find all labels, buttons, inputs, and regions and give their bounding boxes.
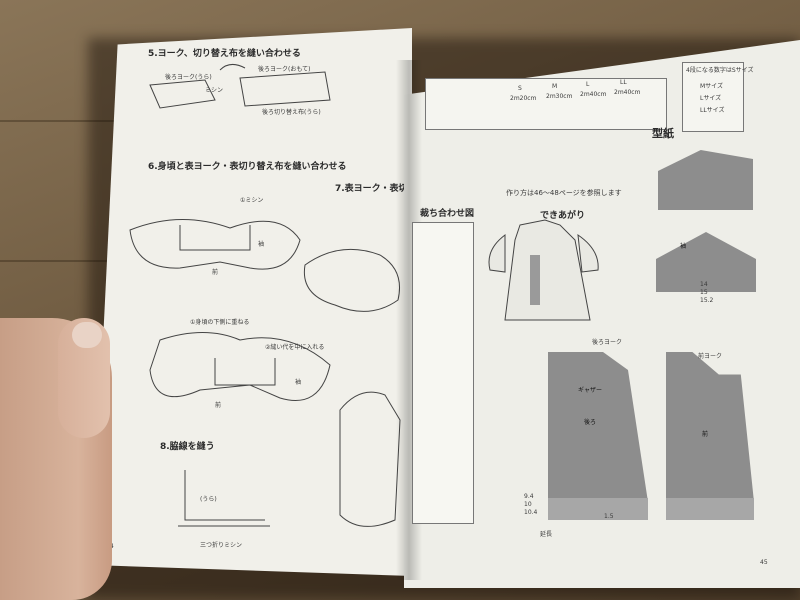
reference-note: 作り方は46～48ページを参照します xyxy=(506,189,622,197)
pattern-map-title: 裁ち合わせ図 xyxy=(420,209,475,219)
finished-label: できあがり xyxy=(540,211,586,221)
piece-label: 延長 xyxy=(540,531,553,538)
piece-label: 後ろヨーク xyxy=(592,339,623,346)
piece-label: ギャザー xyxy=(578,387,603,394)
size-table xyxy=(425,78,667,130)
step8-heading: 8.脇線を縫う xyxy=(160,442,215,452)
diagram-label: 前 xyxy=(212,269,219,276)
table-header: LL xyxy=(620,79,627,86)
size-notes-box xyxy=(682,62,744,132)
diagram-label: 前 xyxy=(215,402,222,409)
diagram-label: (うら) xyxy=(200,496,217,503)
diagram-label: 後ろヨーク(うら) xyxy=(165,74,212,81)
measure: 10.4 xyxy=(524,509,538,516)
diagram-label: 袖 xyxy=(295,379,302,386)
diagram-label: ①ミシン xyxy=(240,197,264,204)
step5-heading: 5.ヨーク、切り替え布を縫い合わせる xyxy=(148,49,301,59)
cutting-layout xyxy=(412,222,474,524)
piece-label: 後ろ xyxy=(584,419,597,426)
diagram-label: 袖 xyxy=(258,241,265,248)
size-note: Lサイズ xyxy=(700,95,722,102)
measure: 15.2 xyxy=(700,297,714,304)
step6-heading: 6.身頃と表ヨーク・表切り替え布を縫い合わせる xyxy=(148,162,347,172)
diagram-label: ①身頃の下側に重ねる xyxy=(190,319,250,326)
piece-label: 前 xyxy=(702,431,709,438)
hem-extension xyxy=(548,498,648,520)
diagram-label: 三つ折りミシン xyxy=(200,542,243,549)
thumbnail xyxy=(72,322,102,348)
measure: 14 xyxy=(700,281,708,288)
diagram-label: 後ろヨーク(おもて) xyxy=(258,66,311,73)
measure: 1.5 xyxy=(604,513,614,520)
diagram-label: 後ろ切り替え布(うら) xyxy=(262,109,321,116)
table-header: L xyxy=(586,81,590,88)
table-cell: 2m40cm xyxy=(614,89,641,96)
left-page xyxy=(92,28,412,576)
size-note: LLサイズ xyxy=(700,107,725,114)
piece-label: 袖 xyxy=(680,243,687,250)
table-header: M xyxy=(552,83,558,90)
measure: 10 xyxy=(524,501,532,508)
size-note: Mサイズ xyxy=(700,83,723,90)
hem-extension xyxy=(666,498,754,520)
diagram-label: ②縫い代を中に入れる xyxy=(265,344,325,351)
table-cell: 2m30cm xyxy=(546,93,573,100)
piece-label: 前ヨーク xyxy=(698,353,723,360)
pattern-title: 型紙 xyxy=(652,127,674,140)
table-cell: 2m40cm xyxy=(580,91,607,98)
measure: 9.4 xyxy=(524,493,534,500)
table-cell: 2m20cm xyxy=(510,95,537,102)
page-number-right: 45 xyxy=(760,559,768,566)
diagram-label: ミシン xyxy=(205,87,224,94)
size-note: 4段になる数字はSサイズ xyxy=(686,67,754,74)
measure: 15 xyxy=(700,289,708,296)
table-header: S xyxy=(518,85,522,92)
front-pattern-piece xyxy=(666,352,754,502)
